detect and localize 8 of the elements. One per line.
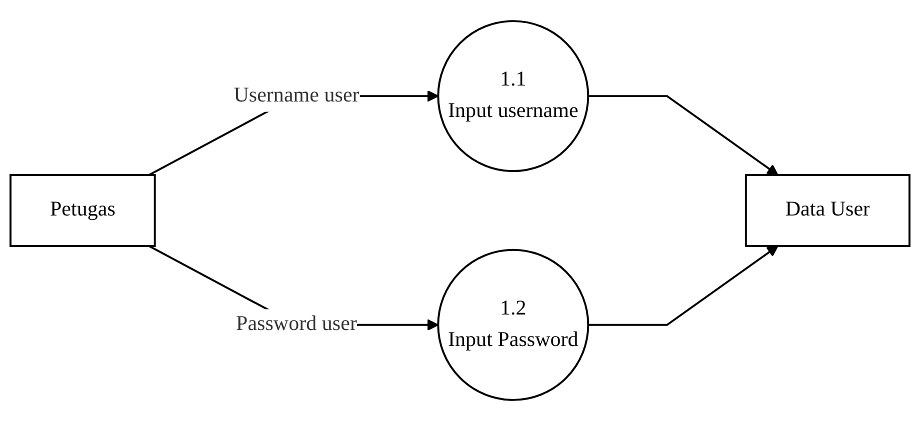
node-box: Data User bbox=[744, 174, 910, 247]
edge-label: Username user bbox=[234, 84, 360, 107]
node-circle: 1.1 Input username bbox=[437, 20, 590, 172]
arrow bbox=[588, 95, 778, 176]
node-circle: 1.2 Input Password bbox=[437, 248, 590, 401]
edge-label: Password user bbox=[236, 313, 357, 336]
node-box: Petugas bbox=[10, 174, 156, 247]
arrow bbox=[588, 245, 778, 326]
